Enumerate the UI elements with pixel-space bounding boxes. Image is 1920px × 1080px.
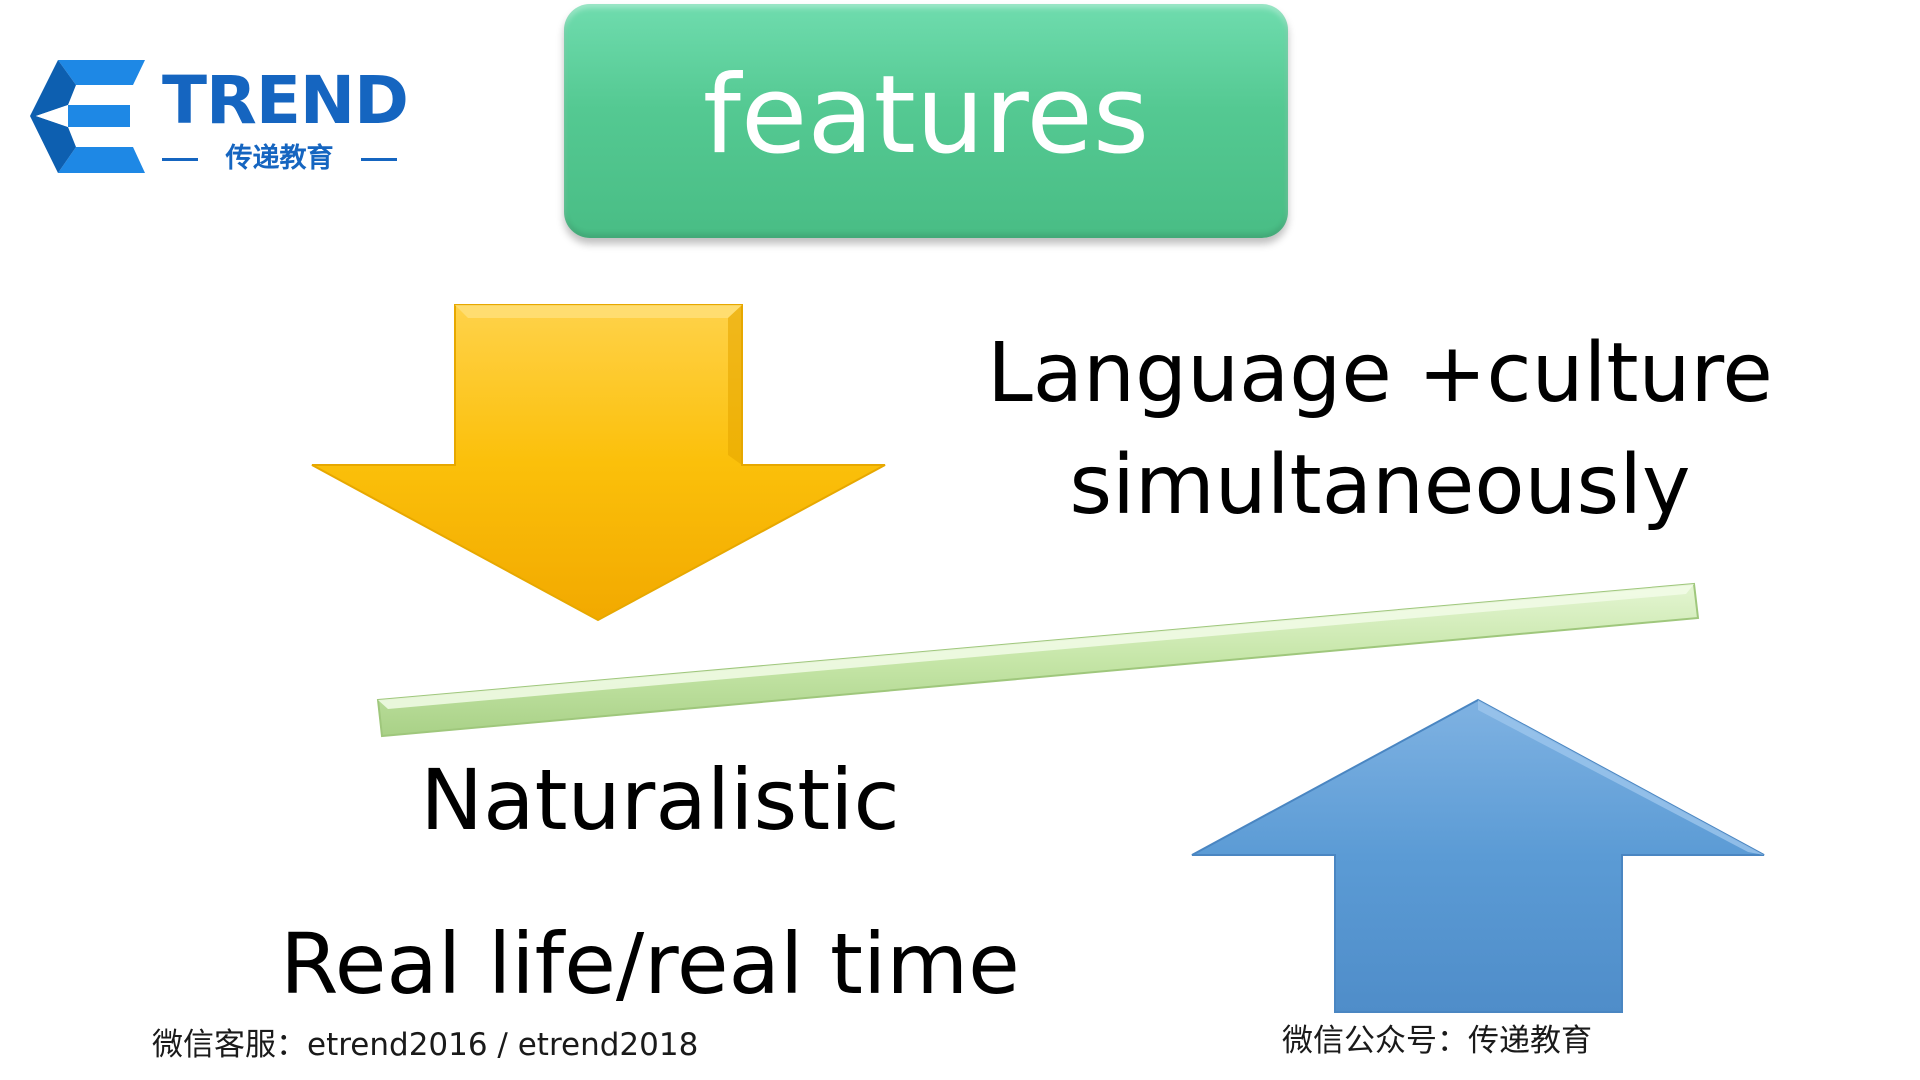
title-box: features [564, 4, 1288, 238]
down-arrow-icon [311, 304, 886, 622]
e-logo-icon [30, 60, 145, 173]
etrend-logo: TREND 传递教育 [30, 55, 409, 185]
logo-rule-right [361, 157, 397, 161]
logo-rule-left [162, 157, 198, 161]
language-culture-text: Language +culture simultaneously [880, 318, 1880, 542]
wechat-official-account-footer: 微信公众号：传递教育 [1282, 1023, 1592, 1059]
wechat-service-footer: 微信客服：etrend2016 / etrend2018 [152, 1027, 699, 1063]
naturalistic-text: Naturalistic [420, 751, 900, 849]
logo-wordmark: TREND [162, 62, 409, 139]
up-arrow-icon [1191, 698, 1765, 1013]
logo-subtitle: 传递教育 [162, 142, 397, 176]
logo-subtitle-text: 传递教育 [225, 143, 334, 174]
page-title: features [702, 53, 1150, 178]
balance-beam [376, 582, 1700, 738]
real-life-text: Real life/real time [280, 915, 1020, 1013]
language-culture-line1: Language +culture [987, 326, 1773, 421]
language-culture-line2: simultaneously [1069, 438, 1691, 533]
